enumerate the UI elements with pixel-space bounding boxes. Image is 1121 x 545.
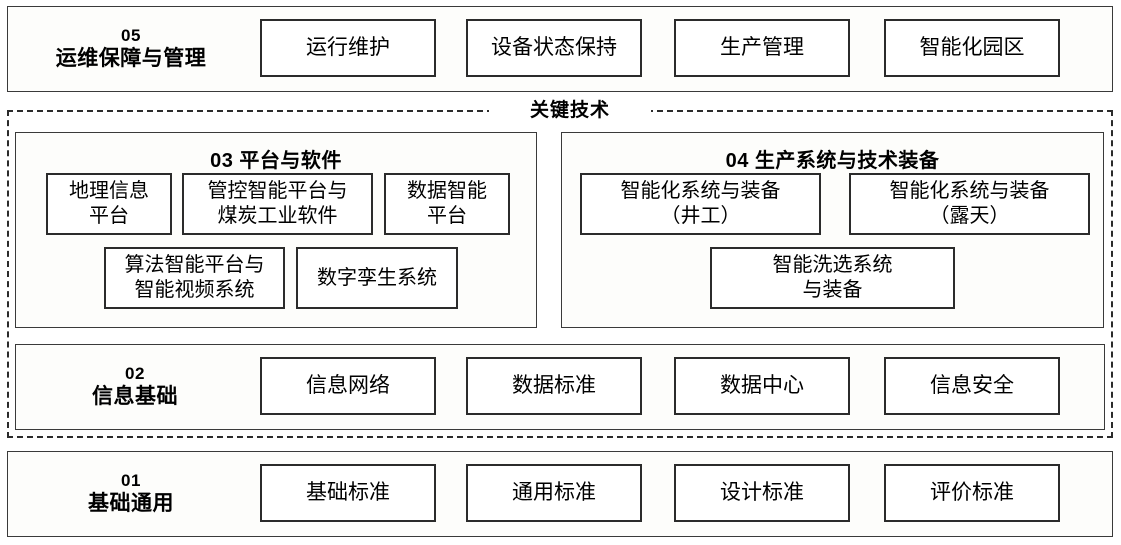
key-technology-label: 关键技术 xyxy=(489,101,651,121)
row-05-item-0[interactable]: 运行维护 xyxy=(260,19,436,77)
row-02-items: 信息网络 数据标准 数据中心 信息安全 xyxy=(254,345,1104,429)
section-04: 04 生产系统与技术装备 智能化系统与装备 （井工） 智能化系统与装备 （露天）… xyxy=(561,132,1104,328)
row-01-item-1[interactable]: 通用标准 xyxy=(466,464,642,522)
row-05-band: 05 运维保障与管理 运行维护 设备状态保持 生产管理 智能化园区 xyxy=(7,6,1113,92)
row-01-band: 01 基础通用 基础标准 通用标准 设计标准 评价标准 xyxy=(7,451,1113,537)
row-01-item-3[interactable]: 评价标准 xyxy=(884,464,1060,522)
row-02-item-1[interactable]: 数据标准 xyxy=(466,357,642,415)
section-04-item-1[interactable]: 智能化系统与装备 （露天） xyxy=(849,173,1090,235)
row-05-items: 运行维护 设备状态保持 生产管理 智能化园区 xyxy=(254,7,1112,91)
section-03-item-2[interactable]: 数据智能 平台 xyxy=(384,173,510,235)
section-03: 03 平台与软件 地理信息 平台 管控智能平台与 煤炭工业软件 数据智能 平台 … xyxy=(15,132,537,328)
section-03-item-0[interactable]: 地理信息 平台 xyxy=(46,173,172,235)
row-05-item-2[interactable]: 生产管理 xyxy=(674,19,850,77)
section-04-item-0[interactable]: 智能化系统与装备 （井工） xyxy=(580,173,821,235)
row-05-label: 05 运维保障与管理 xyxy=(8,25,254,74)
row-05-name: 运维保障与管理 xyxy=(55,47,207,71)
row-02-item-0[interactable]: 信息网络 xyxy=(260,357,436,415)
section-03-item-3[interactable]: 算法智能平台与 智能视频系统 xyxy=(104,247,285,309)
row-02-number: 02 xyxy=(125,363,145,383)
section-04-title: 04 生产系统与技术装备 xyxy=(725,150,940,172)
row-05-item-3[interactable]: 智能化园区 xyxy=(884,19,1060,77)
row-01-number: 01 xyxy=(121,470,141,490)
row-01-item-0[interactable]: 基础标准 xyxy=(260,464,436,522)
row-01-item-2[interactable]: 设计标准 xyxy=(674,464,850,522)
row-02-label: 02 信息基础 xyxy=(16,363,254,412)
row-01-items: 基础标准 通用标准 设计标准 评价标准 xyxy=(254,452,1112,536)
section-03-item-4[interactable]: 数字孪生系统 xyxy=(296,247,458,309)
row-05-number: 05 xyxy=(121,25,141,45)
section-04-item-2[interactable]: 智能洗选系统 与装备 xyxy=(710,247,955,309)
row-05-item-1[interactable]: 设备状态保持 xyxy=(466,19,642,77)
row-02-name: 信息基础 xyxy=(92,385,178,409)
row-02-item-2[interactable]: 数据中心 xyxy=(674,357,850,415)
row-01-label: 01 基础通用 xyxy=(8,470,254,519)
row-02-item-3[interactable]: 信息安全 xyxy=(884,357,1060,415)
row-01-name: 基础通用 xyxy=(88,492,174,516)
row-02-band: 02 信息基础 信息网络 数据标准 数据中心 信息安全 xyxy=(15,344,1105,430)
section-03-title: 03 平台与软件 xyxy=(210,150,342,172)
section-03-item-1[interactable]: 管控智能平台与 煤炭工业软件 xyxy=(182,173,373,235)
